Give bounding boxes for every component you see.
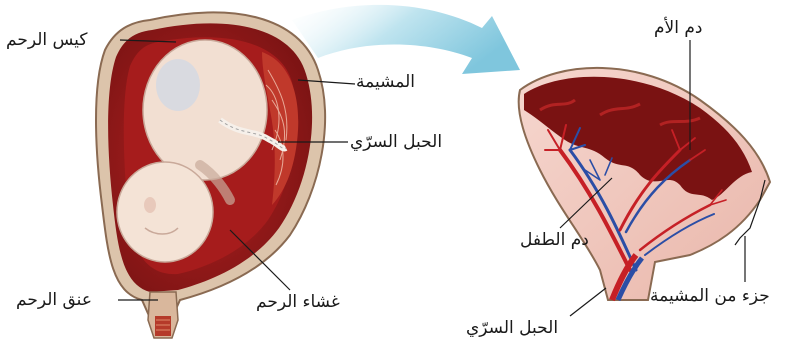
magnify-arrow: [292, 5, 520, 74]
leader-umbilical-right: [570, 288, 606, 316]
label-placenta: المشيمة: [356, 72, 415, 92]
label-cervix: عنق الرحم: [16, 290, 92, 310]
placenta-detail: [519, 68, 770, 300]
label-baby-blood: دم الطفل: [520, 230, 589, 250]
label-mother-blood: دم الأم: [654, 18, 702, 38]
label-umbilical-cord-right: الحبل السرّي: [466, 318, 558, 338]
uterus-illustration: [96, 12, 325, 338]
label-uterine-lining: غشاء الرحم: [256, 292, 340, 312]
label-umbilical-cord-left: الحبل السرّي: [350, 132, 442, 152]
label-placenta-part: جزء من المشيمة: [650, 286, 770, 306]
label-uterine-sac: كيس الرحم: [6, 30, 87, 50]
